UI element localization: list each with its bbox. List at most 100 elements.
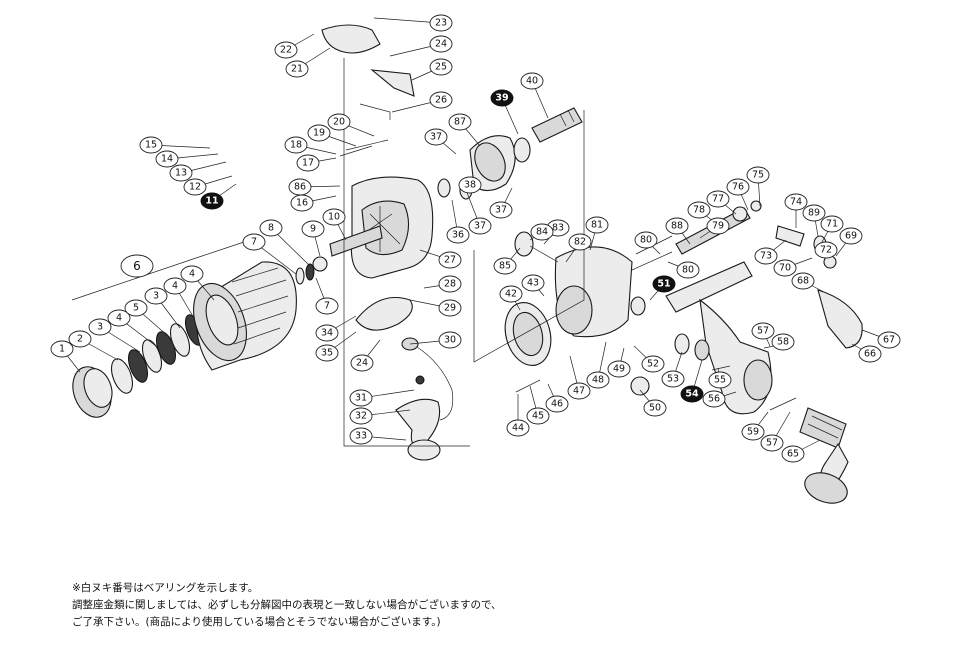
callout-bubble: [50, 340, 74, 358]
group-frames: [71, 58, 585, 447]
callout-number: 78: [693, 205, 705, 216]
callout-59: 59: [741, 423, 765, 441]
callout-number: 19: [313, 128, 325, 139]
callout-9: 9: [301, 220, 325, 238]
callout-number: 27: [444, 255, 456, 266]
callout-39: 39: [490, 89, 514, 107]
callout-3: 3: [144, 287, 168, 305]
callout-bubble: [634, 231, 658, 249]
callout-number: 59: [747, 427, 759, 438]
pinion-assembly: [469, 107, 583, 192]
callout-bubble: [652, 275, 676, 293]
callout-bubble: [781, 445, 805, 463]
note-washer-1: 調整座金類に関しましては、必ずしも分解図中の表現と一致しない場合がございますので…: [72, 599, 502, 611]
callout-72: 72: [814, 241, 838, 259]
callout-number: 56: [708, 394, 720, 405]
callout-number: 73: [760, 251, 772, 262]
callout-bubble: [771, 333, 795, 351]
callout-31: 31: [349, 389, 373, 407]
callout-number: 4: [189, 269, 195, 280]
callout-number: 29: [444, 303, 456, 314]
callout-bubble: [424, 128, 448, 146]
callout-number: 38: [464, 180, 476, 191]
callout-43: 43: [521, 274, 545, 292]
callout-28: 28: [438, 275, 462, 293]
callout-88: 88: [665, 217, 689, 235]
callout-bubble: [350, 354, 374, 372]
callout-bubble: [349, 407, 373, 425]
callout-51: 51: [652, 275, 676, 293]
callout-number: 50: [649, 403, 661, 414]
callout-66: 66: [858, 345, 882, 363]
callout-number: 81: [591, 220, 603, 231]
callout-bubble: [877, 331, 901, 349]
callout-bubble: [88, 318, 112, 336]
callout-bubble: [438, 331, 462, 349]
callout-number: 51: [657, 279, 670, 290]
callout-number: 57: [766, 438, 778, 449]
callout-bubble: [200, 192, 224, 210]
callout-26: 26: [429, 91, 453, 109]
callout-bubble: [183, 178, 207, 196]
note-washer-2: ご了承下さい。(商品により使用している場合とそうでない場合がございます。): [72, 616, 441, 628]
callout-bubble: [499, 285, 523, 303]
callout-bubble: [327, 113, 351, 131]
callout-13: 13: [169, 164, 193, 182]
callout-number: 17: [302, 158, 314, 169]
callout-bubble: [274, 41, 298, 59]
callout-number: 25: [435, 62, 447, 73]
callout-bubble: [155, 150, 179, 168]
callout-number: 4: [172, 281, 178, 292]
callout-12: 12: [183, 178, 207, 196]
callout-bubble: [586, 371, 610, 389]
callout-number: 14: [161, 154, 173, 165]
callout-number: 84: [536, 227, 548, 238]
body-assembly: [504, 200, 863, 504]
callout-bubble: [526, 407, 550, 425]
callout-53: 53: [661, 370, 685, 388]
callout-4: 4: [180, 265, 204, 283]
callout-number: 66: [864, 349, 876, 360]
callout-18: 18: [284, 136, 308, 154]
callout-23: 23: [429, 14, 453, 32]
callout-bubble: [687, 201, 711, 219]
callout-number: 40: [526, 76, 538, 87]
callout-bubble: [607, 360, 631, 378]
callout-bubble: [676, 261, 700, 279]
callout-bubble: [438, 275, 462, 293]
callout-27: 27: [438, 251, 462, 269]
callout-37: 37: [424, 128, 448, 146]
callout-48: 48: [586, 371, 610, 389]
callout-number: 67: [883, 335, 895, 346]
callout-number: 39: [495, 93, 508, 104]
callout-number: 76: [732, 182, 744, 193]
callout-number: 8: [268, 223, 274, 234]
callout-bubble: [180, 265, 204, 283]
callout-84: 84: [530, 223, 554, 241]
callout-bubble: [490, 89, 514, 107]
callout-number: 31: [355, 393, 367, 404]
callout-bubble: [169, 164, 193, 182]
callout-bubble: [301, 220, 325, 238]
callout-1: 1: [50, 340, 74, 358]
callout-38: 38: [458, 176, 482, 194]
callout-bubble: [784, 193, 808, 211]
callout-30: 30: [438, 331, 462, 349]
callout-29: 29: [438, 299, 462, 317]
callout-bubble: [820, 215, 844, 233]
callout-bubble: [858, 345, 882, 363]
callout-number: 13: [175, 168, 187, 179]
callout-number: 3: [97, 322, 103, 333]
callout-bubble: [284, 136, 308, 154]
callout-67: 67: [877, 331, 901, 349]
callout-number: 80: [640, 235, 652, 246]
callout-71: 71: [820, 215, 844, 233]
callout-87: 87: [448, 113, 472, 131]
callout-number: 82: [574, 237, 586, 248]
callout-16: 16: [290, 194, 314, 212]
callout-bubble: [754, 247, 778, 265]
callout-number: 75: [752, 170, 764, 181]
callout-50: 50: [643, 399, 667, 417]
callout-37: 37: [468, 217, 492, 235]
callout-number: 71: [826, 219, 838, 230]
